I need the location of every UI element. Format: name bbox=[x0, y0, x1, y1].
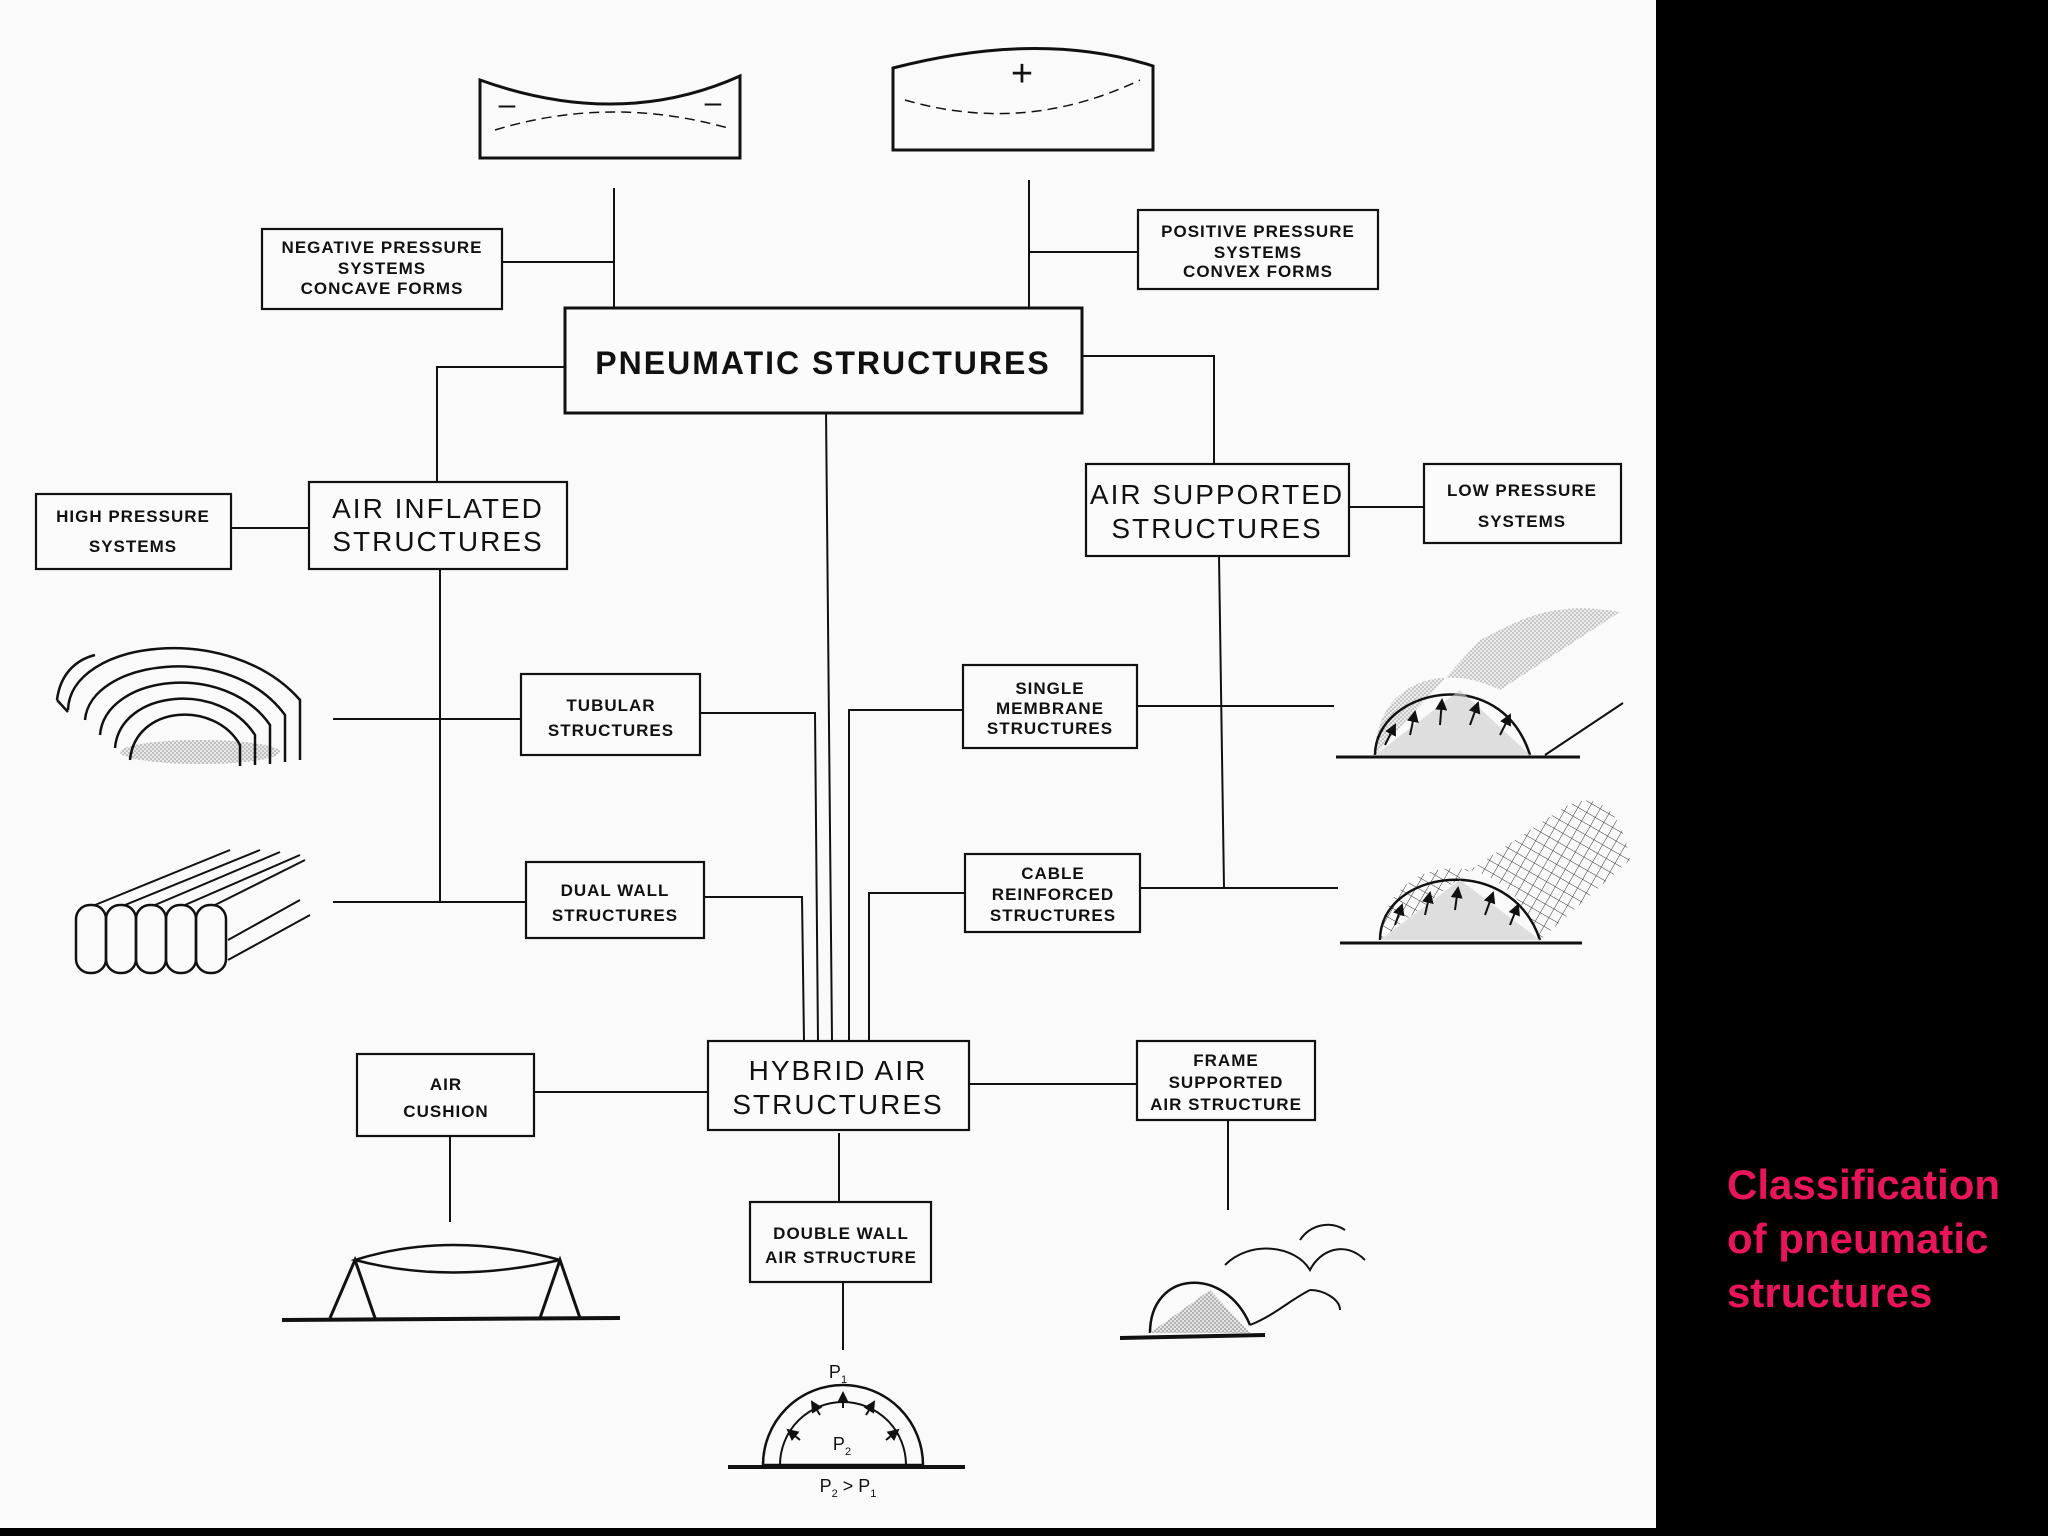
single-membrane-box: SINGLE MEMBRANE STRUCTURES bbox=[961, 663, 1139, 750]
svg-text:LOW PRESSURE: LOW PRESSURE bbox=[1447, 481, 1597, 500]
connector-lines bbox=[231, 180, 1424, 1350]
p2-label: P2 bbox=[833, 1434, 851, 1458]
dual-wall-box: DUAL WALL STRUCTURES bbox=[524, 860, 706, 940]
cable-reinforced-box: CABLE REINFORCED STRUCTURES bbox=[963, 852, 1142, 934]
slide-caption: Classification of pneumatic structures bbox=[1727, 1161, 2001, 1316]
pneumatic-classification-diagram: – – + NEGATIVE PRESSURE SYSTEMS CONCAVE … bbox=[34, 47, 1630, 1500]
air-cushion-box: AIR CUSHION bbox=[355, 1052, 536, 1138]
low-pressure-box: LOW PRESSURE SYSTEMS bbox=[1422, 462, 1623, 545]
svg-text:CUSHION: CUSHION bbox=[403, 1102, 488, 1121]
negative-sign: – bbox=[499, 88, 516, 121]
p1-label: P1 bbox=[829, 1362, 847, 1386]
tubular-arch-illustration bbox=[55, 647, 302, 766]
svg-text:TUBULAR: TUBULAR bbox=[566, 696, 655, 715]
svg-text:SYSTEMS: SYSTEMS bbox=[1478, 512, 1566, 531]
svg-text:STRUCTURES: STRUCTURES bbox=[732, 1089, 943, 1120]
positive-pressure-panel: + bbox=[891, 47, 1155, 152]
svg-text:STRUCTURES: STRUCTURES bbox=[332, 526, 543, 557]
tubular-box: TUBULAR STRUCTURES bbox=[519, 672, 702, 757]
svg-text:HYBRID AIR: HYBRID AIR bbox=[749, 1055, 928, 1086]
single-membrane-illustration bbox=[1336, 608, 1624, 759]
air-supported-box: AIR SUPPORTED STRUCTURES bbox=[1084, 462, 1351, 558]
svg-text:AIR SUPPORTED: AIR SUPPORTED bbox=[1090, 479, 1344, 510]
svg-text:SYSTEMS: SYSTEMS bbox=[338, 259, 426, 278]
svg-text:STRUCTURES: STRUCTURES bbox=[552, 906, 678, 925]
svg-text:MEMBRANE: MEMBRANE bbox=[996, 699, 1104, 718]
root-title: PNEUMATIC STRUCTURES bbox=[595, 345, 1050, 381]
high-pressure-box: HIGH PRESSURE SYSTEMS bbox=[34, 492, 233, 571]
svg-text:NEGATIVE PRESSURE: NEGATIVE PRESSURE bbox=[282, 238, 483, 257]
double-wall-box: DOUBLE WALL AIR STRUCTURE bbox=[748, 1200, 933, 1284]
negative-pressure-box: NEGATIVE PRESSURE SYSTEMS CONCAVE FORMS bbox=[260, 227, 504, 311]
hybrid-box: HYBRID AIR STRUCTURES bbox=[706, 1039, 971, 1132]
svg-text:DUAL WALL: DUAL WALL bbox=[561, 881, 670, 900]
svg-text:STRUCTURES: STRUCTURES bbox=[548, 721, 674, 740]
svg-text:AIR STRUCTURE: AIR STRUCTURE bbox=[765, 1248, 917, 1267]
svg-text:CONVEX FORMS: CONVEX FORMS bbox=[1183, 262, 1333, 281]
frame-supported-illustration bbox=[1119, 1223, 1366, 1340]
positive-sign: + bbox=[1011, 53, 1033, 95]
cable-reinforced-illustration bbox=[1340, 800, 1630, 945]
svg-text:AIR STRUCTURE: AIR STRUCTURE bbox=[1150, 1095, 1302, 1114]
negative-pressure-panel: – – bbox=[478, 73, 742, 160]
svg-text:AIR: AIR bbox=[430, 1075, 462, 1094]
svg-text:REINFORCED: REINFORCED bbox=[992, 885, 1114, 904]
svg-text:STRUCTURES: STRUCTURES bbox=[990, 906, 1116, 925]
svg-text:SYSTEMS: SYSTEMS bbox=[1214, 243, 1302, 262]
svg-text:SUPPORTED: SUPPORTED bbox=[1169, 1073, 1284, 1092]
double-wall-dome-illustration: P1 P2 P2 > P1 bbox=[728, 1362, 965, 1500]
svg-text:CONCAVE FORMS: CONCAVE FORMS bbox=[301, 279, 464, 298]
svg-text:POSITIVE PRESSURE: POSITIVE PRESSURE bbox=[1161, 222, 1355, 241]
svg-text:CABLE: CABLE bbox=[1021, 864, 1085, 883]
slide-image: – – + NEGATIVE PRESSURE SYSTEMS CONCAVE … bbox=[0, 0, 1656, 1528]
air-cushion-illustration bbox=[281, 1243, 621, 1322]
svg-text:STRUCTURES: STRUCTURES bbox=[987, 719, 1113, 738]
air-inflated-box: AIR INFLATED STRUCTURES bbox=[307, 480, 569, 571]
negative-sign: – bbox=[705, 86, 722, 119]
root-box: PNEUMATIC STRUCTURES bbox=[563, 306, 1084, 415]
svg-text:AIR INFLATED: AIR INFLATED bbox=[332, 493, 544, 524]
svg-text:SINGLE: SINGLE bbox=[1015, 679, 1084, 698]
frame-supported-box: FRAME SUPPORTED AIR STRUCTURE bbox=[1135, 1039, 1317, 1122]
dual-wall-tubes-illustration bbox=[74, 849, 311, 975]
svg-text:STRUCTURES: STRUCTURES bbox=[1111, 513, 1322, 544]
svg-text:DOUBLE WALL: DOUBLE WALL bbox=[773, 1224, 909, 1243]
svg-text:SYSTEMS: SYSTEMS bbox=[89, 537, 177, 556]
pressure-relation: P2 > P1 bbox=[820, 1476, 877, 1500]
svg-text:HIGH PRESSURE: HIGH PRESSURE bbox=[56, 507, 210, 526]
svg-text:FRAME: FRAME bbox=[1193, 1051, 1258, 1070]
positive-pressure-box: POSITIVE PRESSURE SYSTEMS CONVEX FORMS bbox=[1136, 208, 1380, 291]
